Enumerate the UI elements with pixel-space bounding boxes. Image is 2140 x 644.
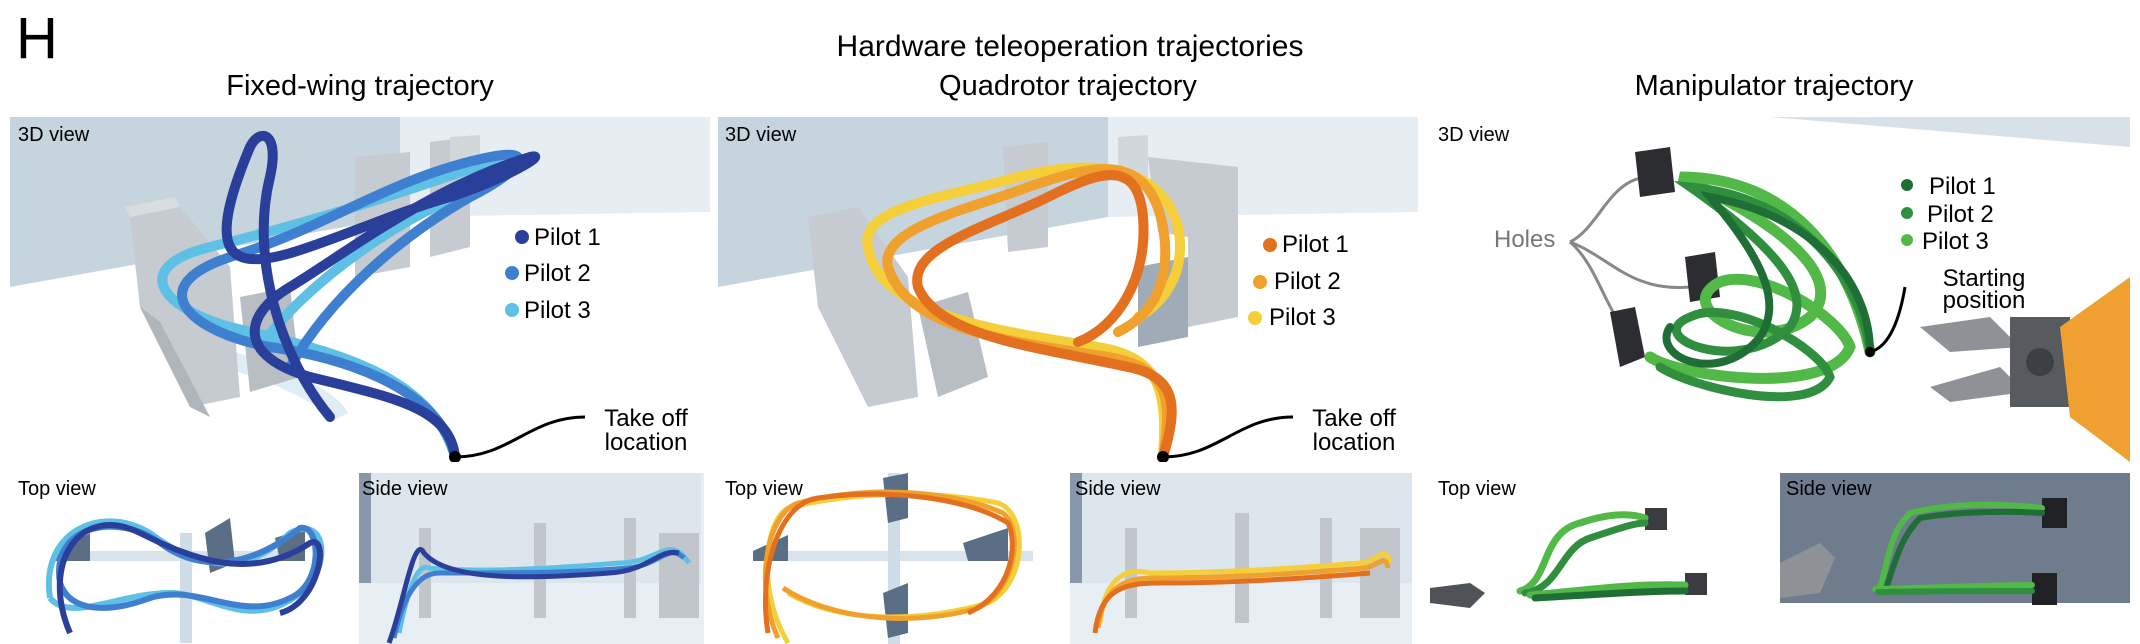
panel-letter: H <box>16 6 58 71</box>
manipulator-top-view <box>1430 473 1770 644</box>
legend-dot-pilot-3 <box>1248 311 1262 325</box>
trajectory-pilot-3 <box>862 162 1185 462</box>
trajectory-pilot-2 <box>882 164 1173 462</box>
quadrotor-side-label: Side view <box>1075 478 1161 500</box>
fixed-wing-legend-pilot-1: Pilot 1 <box>534 224 601 251</box>
manipulator-3d-label: 3D view <box>1438 124 1510 146</box>
manipulator-legend-pilot-2: Pilot 2 <box>1927 201 1994 228</box>
figure-title: Hardware teleoperation trajectories <box>836 30 1304 63</box>
hole-block-top <box>1635 147 1675 197</box>
manipulator-side-view <box>1780 473 2130 644</box>
manipulator-holes-annotation: Holes <box>1494 226 1556 253</box>
trajectory-pilot-1 <box>1662 191 1874 368</box>
manipulator-legend-pilot-1: Pilot 1 <box>1929 173 1996 200</box>
legend-dot-pilot-2 <box>505 266 519 280</box>
fixed-wing-3d-view <box>10 117 710 462</box>
quadrotor-title: Quadrotor trajectory <box>939 70 1197 102</box>
manipulator-legend-pilot-3: Pilot 3 <box>1922 228 1989 255</box>
manipulator-3d-view <box>1430 117 2130 462</box>
manipulator-top-label: Top view <box>1438 478 1516 500</box>
fixed-wing-side-view <box>359 473 711 644</box>
robot-arm <box>2060 277 2130 462</box>
quadrotor-top-label: Top view <box>725 478 803 500</box>
fixed-wing-top-label: Top view <box>18 478 96 500</box>
quadrotor-legend-pilot-1: Pilot 1 <box>1282 231 1349 258</box>
hole-block-bottom <box>1610 307 1645 367</box>
trajectory-pilot-1 <box>912 170 1177 462</box>
fixed-wing-takeoff-annotation: Take off location <box>604 405 688 456</box>
quadrotor-takeoff-annotation: Take off location <box>1312 405 1396 456</box>
quadrotor-side-view <box>1070 473 1418 644</box>
fixed-wing-legend-pilot-3: Pilot 3 <box>524 297 591 324</box>
trajectory-pilot-2 <box>1655 180 1875 402</box>
legend-dot-pilot-3 <box>505 303 519 317</box>
fixed-wing-title: Fixed-wing trajectory <box>226 70 494 102</box>
manipulator-start-annotation: Starting position <box>1942 265 2026 314</box>
fixed-wing-3d-label: 3D view <box>18 124 90 146</box>
legend-dot-pilot-1 <box>1901 179 1913 191</box>
quadrotor-legend-pilot-2: Pilot 2 <box>1274 268 1341 295</box>
legend-dot-pilot-1 <box>515 230 529 244</box>
quadrotor-legend-pilot-3: Pilot 3 <box>1269 304 1336 331</box>
trajectory-pilot-1 <box>221 130 541 462</box>
quadrotor-top-view <box>718 473 1058 644</box>
fixed-wing-legend-pilot-2: Pilot 2 <box>524 260 591 287</box>
fixed-wing-top-view <box>10 473 350 644</box>
fixed-wing-side-label: Side view <box>362 478 448 500</box>
trajectory-pilot-3 <box>1644 171 1876 384</box>
quadrotor-3d-label: 3D view <box>725 124 797 146</box>
legend-dot-pilot-1 <box>1263 238 1277 252</box>
legend-dot-pilot-2 <box>1901 207 1913 219</box>
legend-dot-pilot-2 <box>1253 275 1267 289</box>
manipulator-side-label: Side view <box>1786 478 1872 500</box>
legend-dot-pilot-3 <box>1901 234 1913 246</box>
quadrotor-3d-view <box>718 117 1418 462</box>
manipulator-title: Manipulator trajectory <box>1634 70 1914 102</box>
trajectory-pilot-2 <box>177 149 524 462</box>
